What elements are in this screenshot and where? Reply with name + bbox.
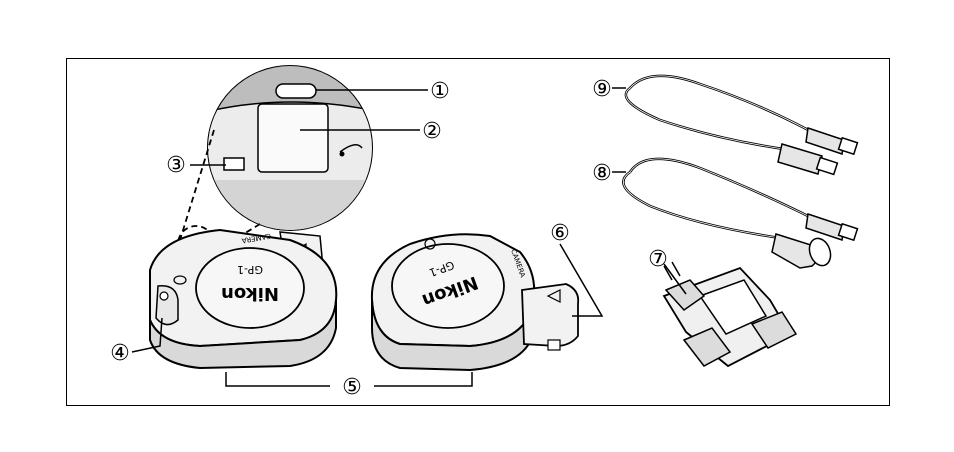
callout-1: ① — [430, 79, 450, 104]
left-model-label: GP-1 — [237, 263, 263, 276]
callout-8: ⑧ — [592, 161, 612, 186]
callout-7: ⑦ — [648, 247, 668, 272]
callout-6: ⑥ — [550, 221, 570, 246]
callout-3: ③ — [166, 153, 186, 178]
left-brand-label: Nikon — [221, 283, 279, 304]
port-cover — [258, 104, 328, 172]
gps-unit-left: Nikon GP-1 CAMERA — [150, 230, 336, 368]
callout-9: ⑨ — [592, 77, 612, 102]
accessory-terminal — [156, 286, 178, 325]
callout-2: ② — [422, 119, 442, 144]
gps-unit-right: Nikon GP-1 CAMERA — [372, 234, 578, 370]
accessory-shoe-adapter — [664, 262, 796, 366]
gps-receiver-slot — [276, 84, 316, 98]
callout-5: ⑤ — [342, 375, 362, 400]
hot-shoe-mount — [522, 284, 578, 346]
callout-4: ④ — [110, 341, 130, 366]
status-led — [224, 158, 244, 170]
